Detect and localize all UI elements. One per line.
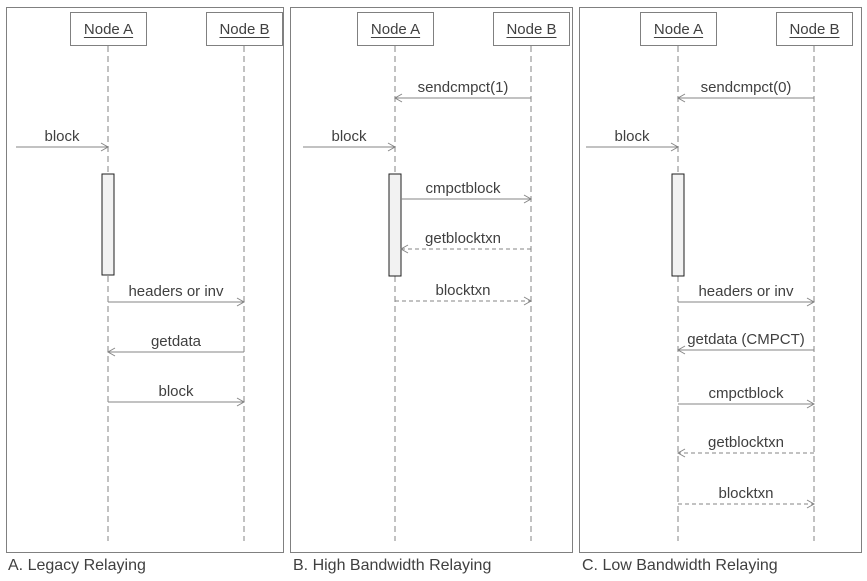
diagram-lines-layer: sendcmpct(0) block headers or inv getdata (… — [586, 46, 816, 541]
message-label: block — [614, 128, 650, 145]
message-getblocktxn: getblocktxn — [676, 434, 814, 458]
node-b-box: Node B — [206, 12, 283, 46]
message-label: getblocktxn — [708, 434, 784, 451]
message-label: block — [331, 128, 367, 145]
message-label: headers or inv — [128, 283, 224, 300]
node-b-label: Node B — [506, 20, 557, 38]
panel-high-bandwidth-relaying: sendcmpct(1) block cmpctblock getblocktxn bl… — [290, 7, 573, 553]
arrowhead-icon — [387, 142, 397, 152]
message-label: getdata (CMPCT) — [687, 331, 805, 348]
message-block: block — [16, 128, 110, 152]
caption-low-bandwidth-relaying: C. Low Bandwidth Relaying — [582, 557, 778, 574]
message-cmpctblock: cmpctblock — [678, 385, 816, 409]
node-a-box: Node A — [70, 12, 147, 46]
arrowhead-icon — [523, 194, 533, 204]
panel-low-bandwidth-relaying: sendcmpct(0) block headers or inv getdata (… — [579, 7, 862, 553]
node-b-label: Node B — [219, 20, 270, 38]
diagram-lines-layer: block headers or inv getdata block — [16, 46, 246, 541]
arrowhead-icon — [676, 345, 686, 355]
arrowhead-icon — [106, 347, 116, 357]
message-label: block — [158, 383, 194, 400]
message-label: getdata — [151, 333, 202, 350]
message-getdata: getdata — [106, 333, 244, 357]
arrowhead-icon — [399, 244, 409, 254]
message-label: getblocktxn — [425, 230, 501, 247]
activation-bar — [388, 173, 402, 277]
arrowhead-icon — [806, 399, 816, 409]
message-headers-or-inv: headers or inv — [108, 283, 246, 307]
panel-legacy-relaying: block headers or inv getdata block Node A N… — [6, 7, 284, 553]
activation-bar — [671, 173, 685, 277]
arrowhead-icon — [236, 297, 246, 307]
message-label: block — [44, 128, 80, 145]
message-sendcmpct-1: sendcmpct(1) — [393, 79, 531, 103]
arrowhead-icon — [236, 397, 246, 407]
node-b-box: Node B — [776, 12, 853, 46]
message-getdata-cmpct: getdata (CMPCT) — [676, 331, 814, 355]
message-blocktxn: blocktxn — [678, 485, 816, 509]
message-block: block — [303, 128, 397, 152]
node-a-box: Node A — [357, 12, 434, 46]
arrowhead-icon — [523, 296, 533, 306]
message-label: headers or inv — [698, 283, 794, 300]
message-block: block — [108, 383, 246, 407]
message-cmpctblock: cmpctblock — [401, 180, 533, 204]
node-a-label: Node A — [83, 20, 134, 38]
message-block: block — [586, 128, 680, 152]
node-a-label: Node A — [370, 20, 421, 38]
message-label: cmpctblock — [708, 385, 784, 402]
node-b-label: Node B — [789, 20, 840, 38]
arrowhead-icon — [676, 448, 686, 458]
caption-high-bandwidth-relaying: B. High Bandwidth Relaying — [293, 557, 492, 574]
caption-legacy-relaying: A. Legacy Relaying — [8, 557, 146, 574]
diagram-lines-layer: sendcmpct(1) block cmpctblock getblocktxn bl… — [303, 46, 533, 541]
message-getblocktxn: getblocktxn — [399, 230, 531, 254]
node-b-box: Node B — [493, 12, 570, 46]
arrowhead-icon — [100, 142, 110, 152]
message-blocktxn: blocktxn — [395, 282, 533, 306]
node-a-box: Node A — [640, 12, 717, 46]
arrowhead-icon — [393, 93, 403, 103]
arrowhead-icon — [806, 297, 816, 307]
arrowhead-icon — [676, 93, 686, 103]
message-label: cmpctblock — [425, 180, 501, 197]
arrowhead-icon — [806, 499, 816, 509]
arrowhead-icon — [670, 142, 680, 152]
message-sendcmpct-0: sendcmpct(0) — [676, 79, 814, 103]
activation-bar — [101, 173, 115, 276]
message-label: blocktxn — [435, 282, 490, 299]
message-headers-or-inv: headers or inv — [678, 283, 816, 307]
node-a-label: Node A — [653, 20, 704, 38]
message-label: blocktxn — [718, 485, 773, 502]
message-label: sendcmpct(1) — [418, 79, 509, 96]
message-label: sendcmpct(0) — [701, 79, 792, 96]
